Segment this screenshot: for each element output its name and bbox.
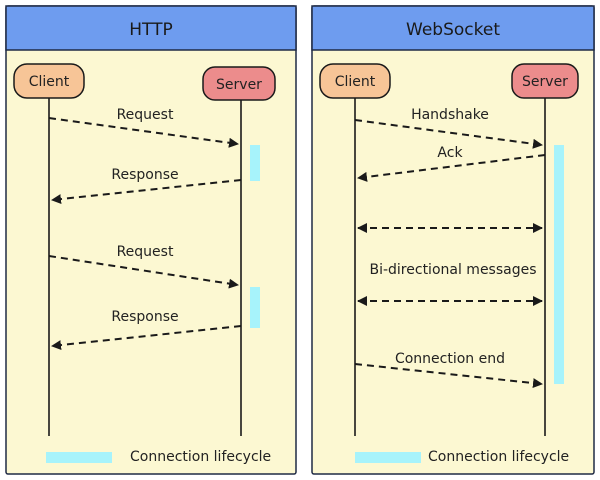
websocket-header <box>311 5 595 51</box>
websocket-legend-swatch <box>355 452 421 463</box>
http-client-label: Client <box>29 74 70 90</box>
websocket-legend-label: Connection lifecycle <box>428 449 569 465</box>
http-header <box>5 5 297 51</box>
http-response-label: Response <box>111 309 178 325</box>
websocket-connection-end-label: Connection end <box>395 351 505 367</box>
http-legend-label: Connection lifecycle <box>130 449 271 465</box>
http-request-arrow <box>48 255 239 289</box>
websocket-ack-label: Ack <box>437 145 463 161</box>
http-response-arrow <box>51 179 242 205</box>
http-response-arrow <box>51 325 242 351</box>
http-request-label: Request <box>117 244 174 260</box>
websocket-server-actor <box>511 63 579 99</box>
websocket-client-label: Client <box>335 74 376 90</box>
http-lifecycle-bar <box>250 287 260 328</box>
http-lifecycle-bar <box>250 145 260 181</box>
websocket-bidirectional-label: Bi-directional messages <box>369 262 536 278</box>
websocket-handshake-label: Handshake <box>411 107 489 123</box>
http-legend-swatch <box>46 452 112 463</box>
websocket-ack-arrow <box>357 154 546 182</box>
http-panel: HTTP Client Server Request Response Requ… <box>5 5 297 475</box>
websocket-title: WebSocket <box>406 20 500 40</box>
websocket-panel: WebSocket Client Server Handshake Ack Bi… <box>311 5 595 475</box>
http-client-actor <box>13 63 85 99</box>
websocket-client-actor <box>319 63 391 99</box>
http-request-arrow <box>48 117 239 148</box>
http-server-label: Server <box>216 77 262 93</box>
websocket-handshake-arrow <box>354 119 543 149</box>
http-server-actor <box>202 66 276 101</box>
websocket-lifecycle-bar <box>554 145 564 384</box>
websocket-server-label: Server <box>522 74 568 90</box>
http-title: HTTP <box>129 20 173 40</box>
http-response-label: Response <box>111 167 178 183</box>
websocket-connection-end-arrow <box>354 363 543 389</box>
http-request-label: Request <box>117 107 174 123</box>
